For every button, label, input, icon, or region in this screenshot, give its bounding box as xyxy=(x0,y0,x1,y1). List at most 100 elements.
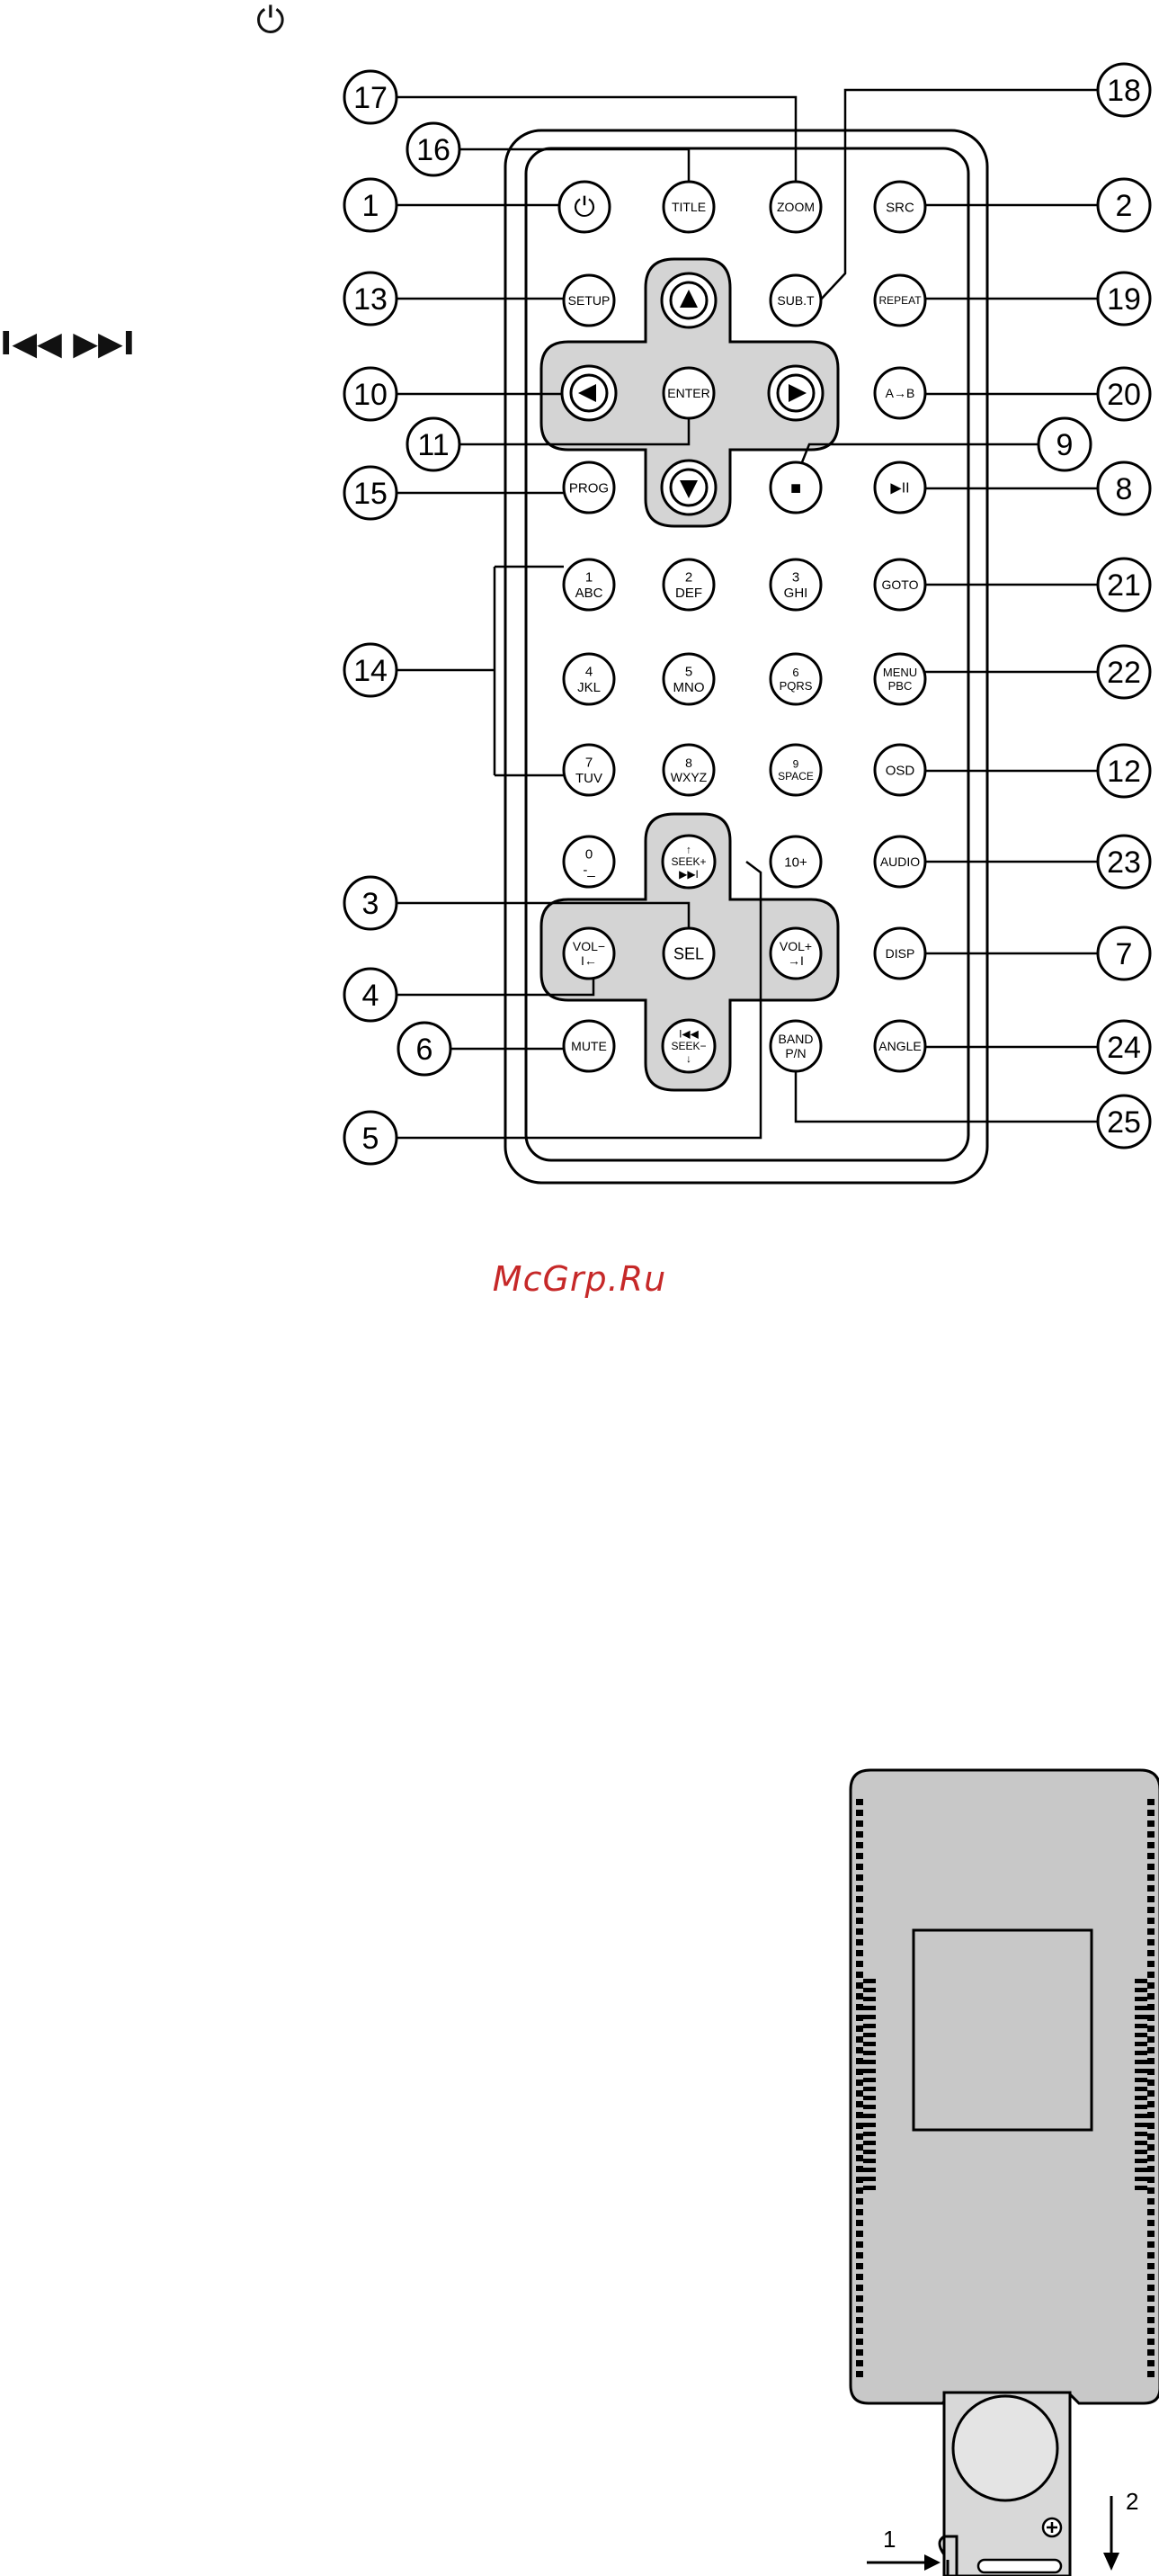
callout-12: 12 xyxy=(1096,743,1152,799)
svg-text:24: 24 xyxy=(1107,1031,1141,1065)
button-ab[interactable]: A→B xyxy=(873,366,927,420)
button-src[interactable]: SRC xyxy=(873,180,927,234)
button-k7-label: 7 xyxy=(585,756,593,771)
left-arrow-button[interactable] xyxy=(560,364,618,422)
callout-17: 17 xyxy=(343,69,398,125)
callout-leaders xyxy=(397,88,1098,1140)
button-power[interactable]: ⏻ xyxy=(557,180,611,234)
button-ab-label: A→B xyxy=(886,386,915,400)
button-playpause-label: ▶II xyxy=(890,481,909,496)
button-goto[interactable]: GOTO xyxy=(873,558,927,612)
button-playpause[interactable]: ▶II xyxy=(873,461,927,514)
callout-11: 11 xyxy=(406,416,461,472)
svg-text:9: 9 xyxy=(1056,428,1074,462)
button-menu-label: MENU xyxy=(883,666,917,679)
button-k4-label: 4 xyxy=(585,665,593,680)
callout-5: 5 xyxy=(343,1110,398,1166)
callout-15: 15 xyxy=(343,465,398,521)
button-k5-label: 5 xyxy=(685,665,692,680)
button-seekdn[interactable]: I◀◀SEEK−↓ xyxy=(661,1018,717,1074)
button-menu-label: PBC xyxy=(888,679,913,693)
arrow-2-label: 2 xyxy=(1126,2488,1138,2515)
button-sel[interactable]: SEL xyxy=(662,926,716,980)
button-k0[interactable]: 0-_ xyxy=(562,835,616,889)
button-audio[interactable]: AUDIO xyxy=(873,835,927,889)
button-zoom[interactable]: ZOOM xyxy=(769,180,823,234)
button-title[interactable]: TITLE xyxy=(662,180,716,234)
button-seekup[interactable]: ↑SEEK+▶▶I xyxy=(661,834,717,890)
callout-22: 22 xyxy=(1096,644,1152,700)
button-volm-label: VOL− xyxy=(573,939,605,953)
button-seekup-label: ▶▶I xyxy=(679,868,699,881)
button-stop[interactable]: ■ xyxy=(769,461,823,514)
button-osd[interactable]: OSD xyxy=(873,743,927,797)
callout-18: 18 xyxy=(1096,62,1152,118)
button-setup[interactable]: SETUP xyxy=(562,273,616,327)
button-angle[interactable]: ANGLE xyxy=(873,1019,927,1073)
callout-16: 16 xyxy=(406,121,461,177)
button-k4-label: JKL xyxy=(577,680,601,695)
callout-24: 24 xyxy=(1096,1019,1152,1075)
button-seekdn-label: I◀◀ xyxy=(679,1027,700,1040)
button-enter[interactable]: ENTER xyxy=(662,366,716,420)
svg-text:14: 14 xyxy=(353,654,388,688)
svg-text:5: 5 xyxy=(362,1122,379,1156)
margin-power-icon: ⏻ xyxy=(256,0,285,41)
button-subt[interactable]: SUB.T xyxy=(769,273,823,327)
button-volp[interactable]: VOL+→I xyxy=(769,926,823,980)
callout-8: 8 xyxy=(1096,461,1152,516)
button-src-label: SRC xyxy=(886,200,914,215)
button-mute[interactable]: MUTE xyxy=(562,1019,616,1073)
button-ten[interactable]: 10+ xyxy=(769,835,823,889)
up-arrow-icon xyxy=(680,290,698,308)
side-grips xyxy=(856,1799,1155,2377)
down-arrow-button[interactable] xyxy=(660,459,718,516)
arrow-2 xyxy=(1103,2496,1119,2571)
button-audio-label: AUDIO xyxy=(880,854,920,869)
svg-text:22: 22 xyxy=(1107,656,1141,690)
button-prog[interactable]: PROG xyxy=(562,461,616,514)
button-seekdn-label: ↓ xyxy=(686,1052,691,1065)
button-band-label: P/N xyxy=(785,1046,806,1060)
button-k6-label: PQRS xyxy=(780,679,813,693)
svg-text:15: 15 xyxy=(353,477,388,511)
tray-slot xyxy=(976,2558,1063,2574)
arrow-1-label: 1 xyxy=(883,2526,896,2553)
button-k3-label: GHI xyxy=(784,586,808,601)
svg-text:3: 3 xyxy=(362,887,379,921)
button-power-label: ⏻ xyxy=(574,193,595,223)
svg-text:8: 8 xyxy=(1116,472,1133,506)
callout-10: 10 xyxy=(343,366,398,422)
up-arrow-button[interactable] xyxy=(660,272,718,329)
button-repeat[interactable]: REPEAT xyxy=(873,273,927,327)
button-k3-label: 3 xyxy=(792,570,799,586)
button-seekup-label: SEEK+ xyxy=(671,855,706,868)
battery-tray xyxy=(938,2391,1072,2576)
button-volm[interactable]: VOL−I← xyxy=(562,926,616,980)
right-arrow-button[interactable] xyxy=(767,364,825,422)
remote-control-diagram: ⏻ TITLE ZOOM SRC SETUP SUB.T REPEAT ENTER A→B PRO… xyxy=(343,62,1152,1185)
svg-text:18: 18 xyxy=(1107,74,1141,108)
remote-buttons: ⏻ TITLE ZOOM SRC SETUP SUB.T REPEAT ENTER A→B PRO… xyxy=(557,180,927,1074)
svg-text:16: 16 xyxy=(416,133,450,167)
button-disp[interactable]: DISP xyxy=(873,926,927,980)
svg-text:10: 10 xyxy=(353,378,388,412)
button-k1-label: ABC xyxy=(575,586,603,601)
button-zoom-label: ZOOM xyxy=(777,200,815,214)
svg-text:6: 6 xyxy=(416,1033,433,1067)
button-k5-label: MNO xyxy=(673,680,705,695)
svg-text:23: 23 xyxy=(1107,845,1141,880)
right-arrow-icon xyxy=(789,384,807,402)
